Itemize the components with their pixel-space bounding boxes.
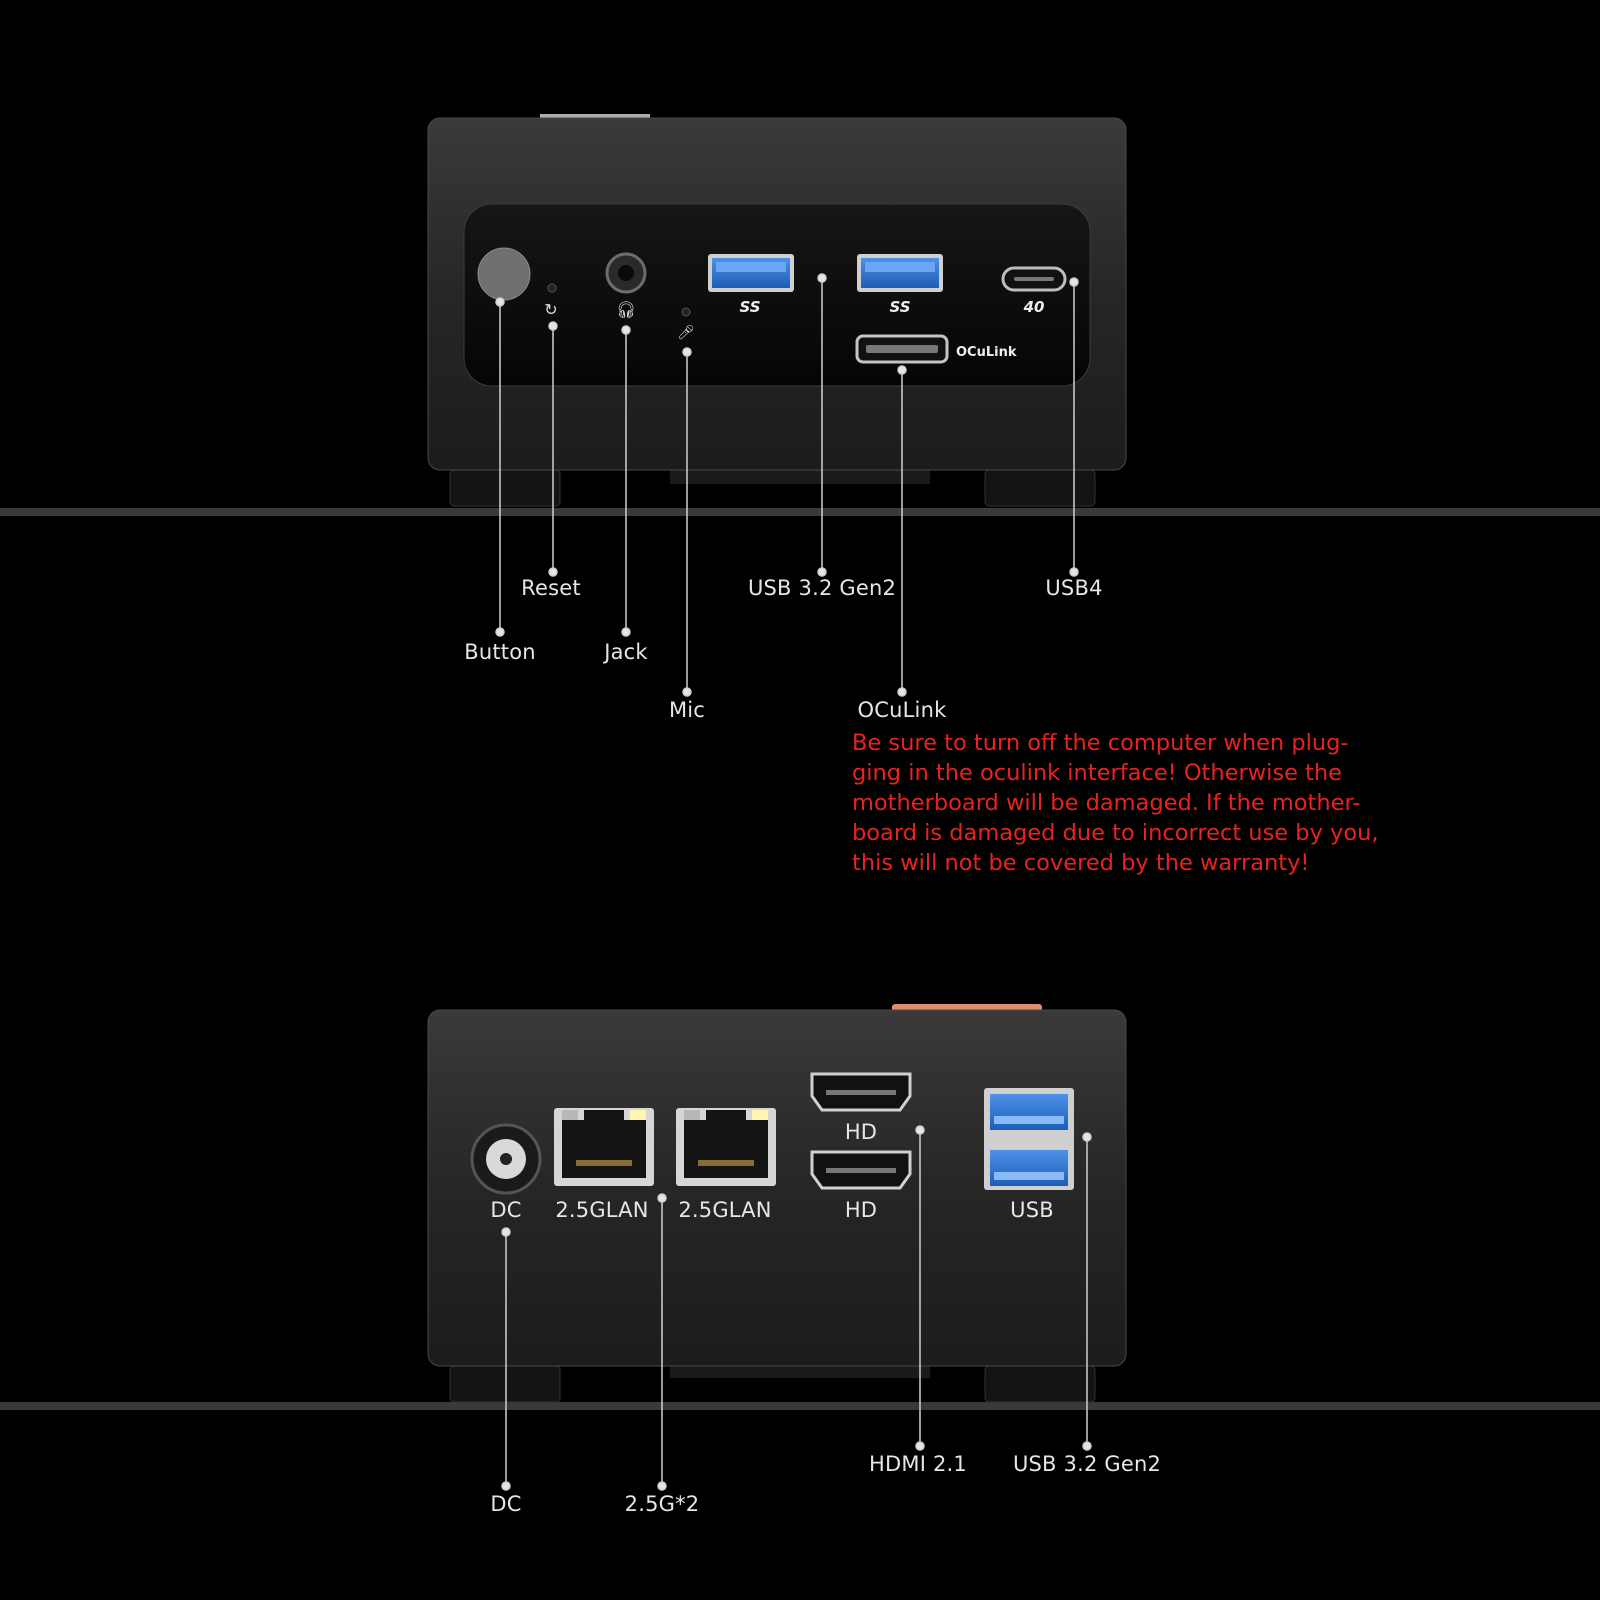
callout-dc: DC <box>490 1492 522 1516</box>
oculink-warning: Be sure to turn off the computer when pl… <box>852 728 1412 878</box>
callout-lan: 2.5G*2 <box>624 1492 700 1516</box>
label-mic: Mic <box>668 698 706 722</box>
hdmi-port-2[interactable] <box>810 1150 912 1190</box>
floor-line <box>0 1402 1600 1410</box>
headphone-icon: 🎧︎ <box>616 300 636 319</box>
ss-usb-icon: SS <box>739 298 760 316</box>
warning-line: ging in the oculink interface! Otherwise… <box>852 760 1343 786</box>
floor-line <box>0 508 1600 516</box>
rear-leader-lines <box>501 1125 1092 1491</box>
hdmi-port-1[interactable] <box>810 1072 912 1112</box>
label-dc-port: DC <box>490 1198 522 1222</box>
label-usb-port: USB <box>1010 1198 1054 1222</box>
audio-jack-hole <box>618 265 634 281</box>
oculink-logo: OCuLink <box>956 345 1017 360</box>
lan-port-1[interactable] <box>554 1108 654 1186</box>
warning-line: board is damaged due to incorrect use by… <box>852 820 1379 846</box>
foot-left <box>449 469 561 507</box>
warning-line: this will not be covered by the warranty… <box>852 850 1310 876</box>
foot-right <box>984 1365 1096 1403</box>
reset-icon: ↻ <box>544 300 557 319</box>
foot-left <box>449 1365 561 1403</box>
rear-view <box>0 1004 1600 1491</box>
label-jack: Jack <box>604 640 648 664</box>
label-oculink: OCuLink <box>857 698 947 722</box>
label-usb4: USB4 <box>1045 576 1103 600</box>
usb-a-stack[interactable] <box>984 1088 1074 1190</box>
top-tabs <box>540 114 650 120</box>
vent <box>670 470 930 484</box>
lan-port-2[interactable] <box>676 1108 776 1186</box>
device-body-rear <box>427 1009 1127 1367</box>
label-button: Button <box>464 640 536 664</box>
ss-usb-icon: SS <box>889 298 910 316</box>
reset-hole[interactable] <box>547 283 557 293</box>
mic-icon: 🎤︎ <box>677 325 695 341</box>
usb4-40-icon: 40 <box>1023 298 1045 316</box>
callout-hdmi: HDMI 2.1 <box>869 1452 967 1476</box>
front-leader-lines <box>495 273 1079 697</box>
dc-jack-pin <box>500 1153 512 1165</box>
warning-line: Be sure to turn off the computer when pl… <box>852 730 1349 756</box>
usb4-port-tongue <box>1014 277 1054 281</box>
foot-right <box>984 469 1096 507</box>
label-hd-bottom: HD <box>844 1198 878 1222</box>
warning-line: motherboard will be damaged. If the moth… <box>852 790 1361 816</box>
label-usb32: USB 3.2 Gen2 <box>747 576 897 600</box>
power-button[interactable] <box>477 247 531 301</box>
usb-a-port-1[interactable] <box>708 254 794 292</box>
callout-usb: USB 3.2 Gen2 <box>1012 1452 1162 1476</box>
label-reset: Reset <box>521 576 581 600</box>
mic-hole <box>681 307 691 317</box>
label-lan-1: 2.5GLAN <box>555 1198 649 1222</box>
usb-a-port-2[interactable] <box>857 254 943 292</box>
oculink-port-inner <box>866 345 938 353</box>
label-lan-2: 2.5GLAN <box>678 1198 772 1222</box>
vent <box>670 1366 930 1378</box>
front-view: ↻ 🎧︎ 🎤︎ SS SS 40 OCuLink <box>0 114 1600 697</box>
label-hd-top: HD <box>844 1120 878 1144</box>
